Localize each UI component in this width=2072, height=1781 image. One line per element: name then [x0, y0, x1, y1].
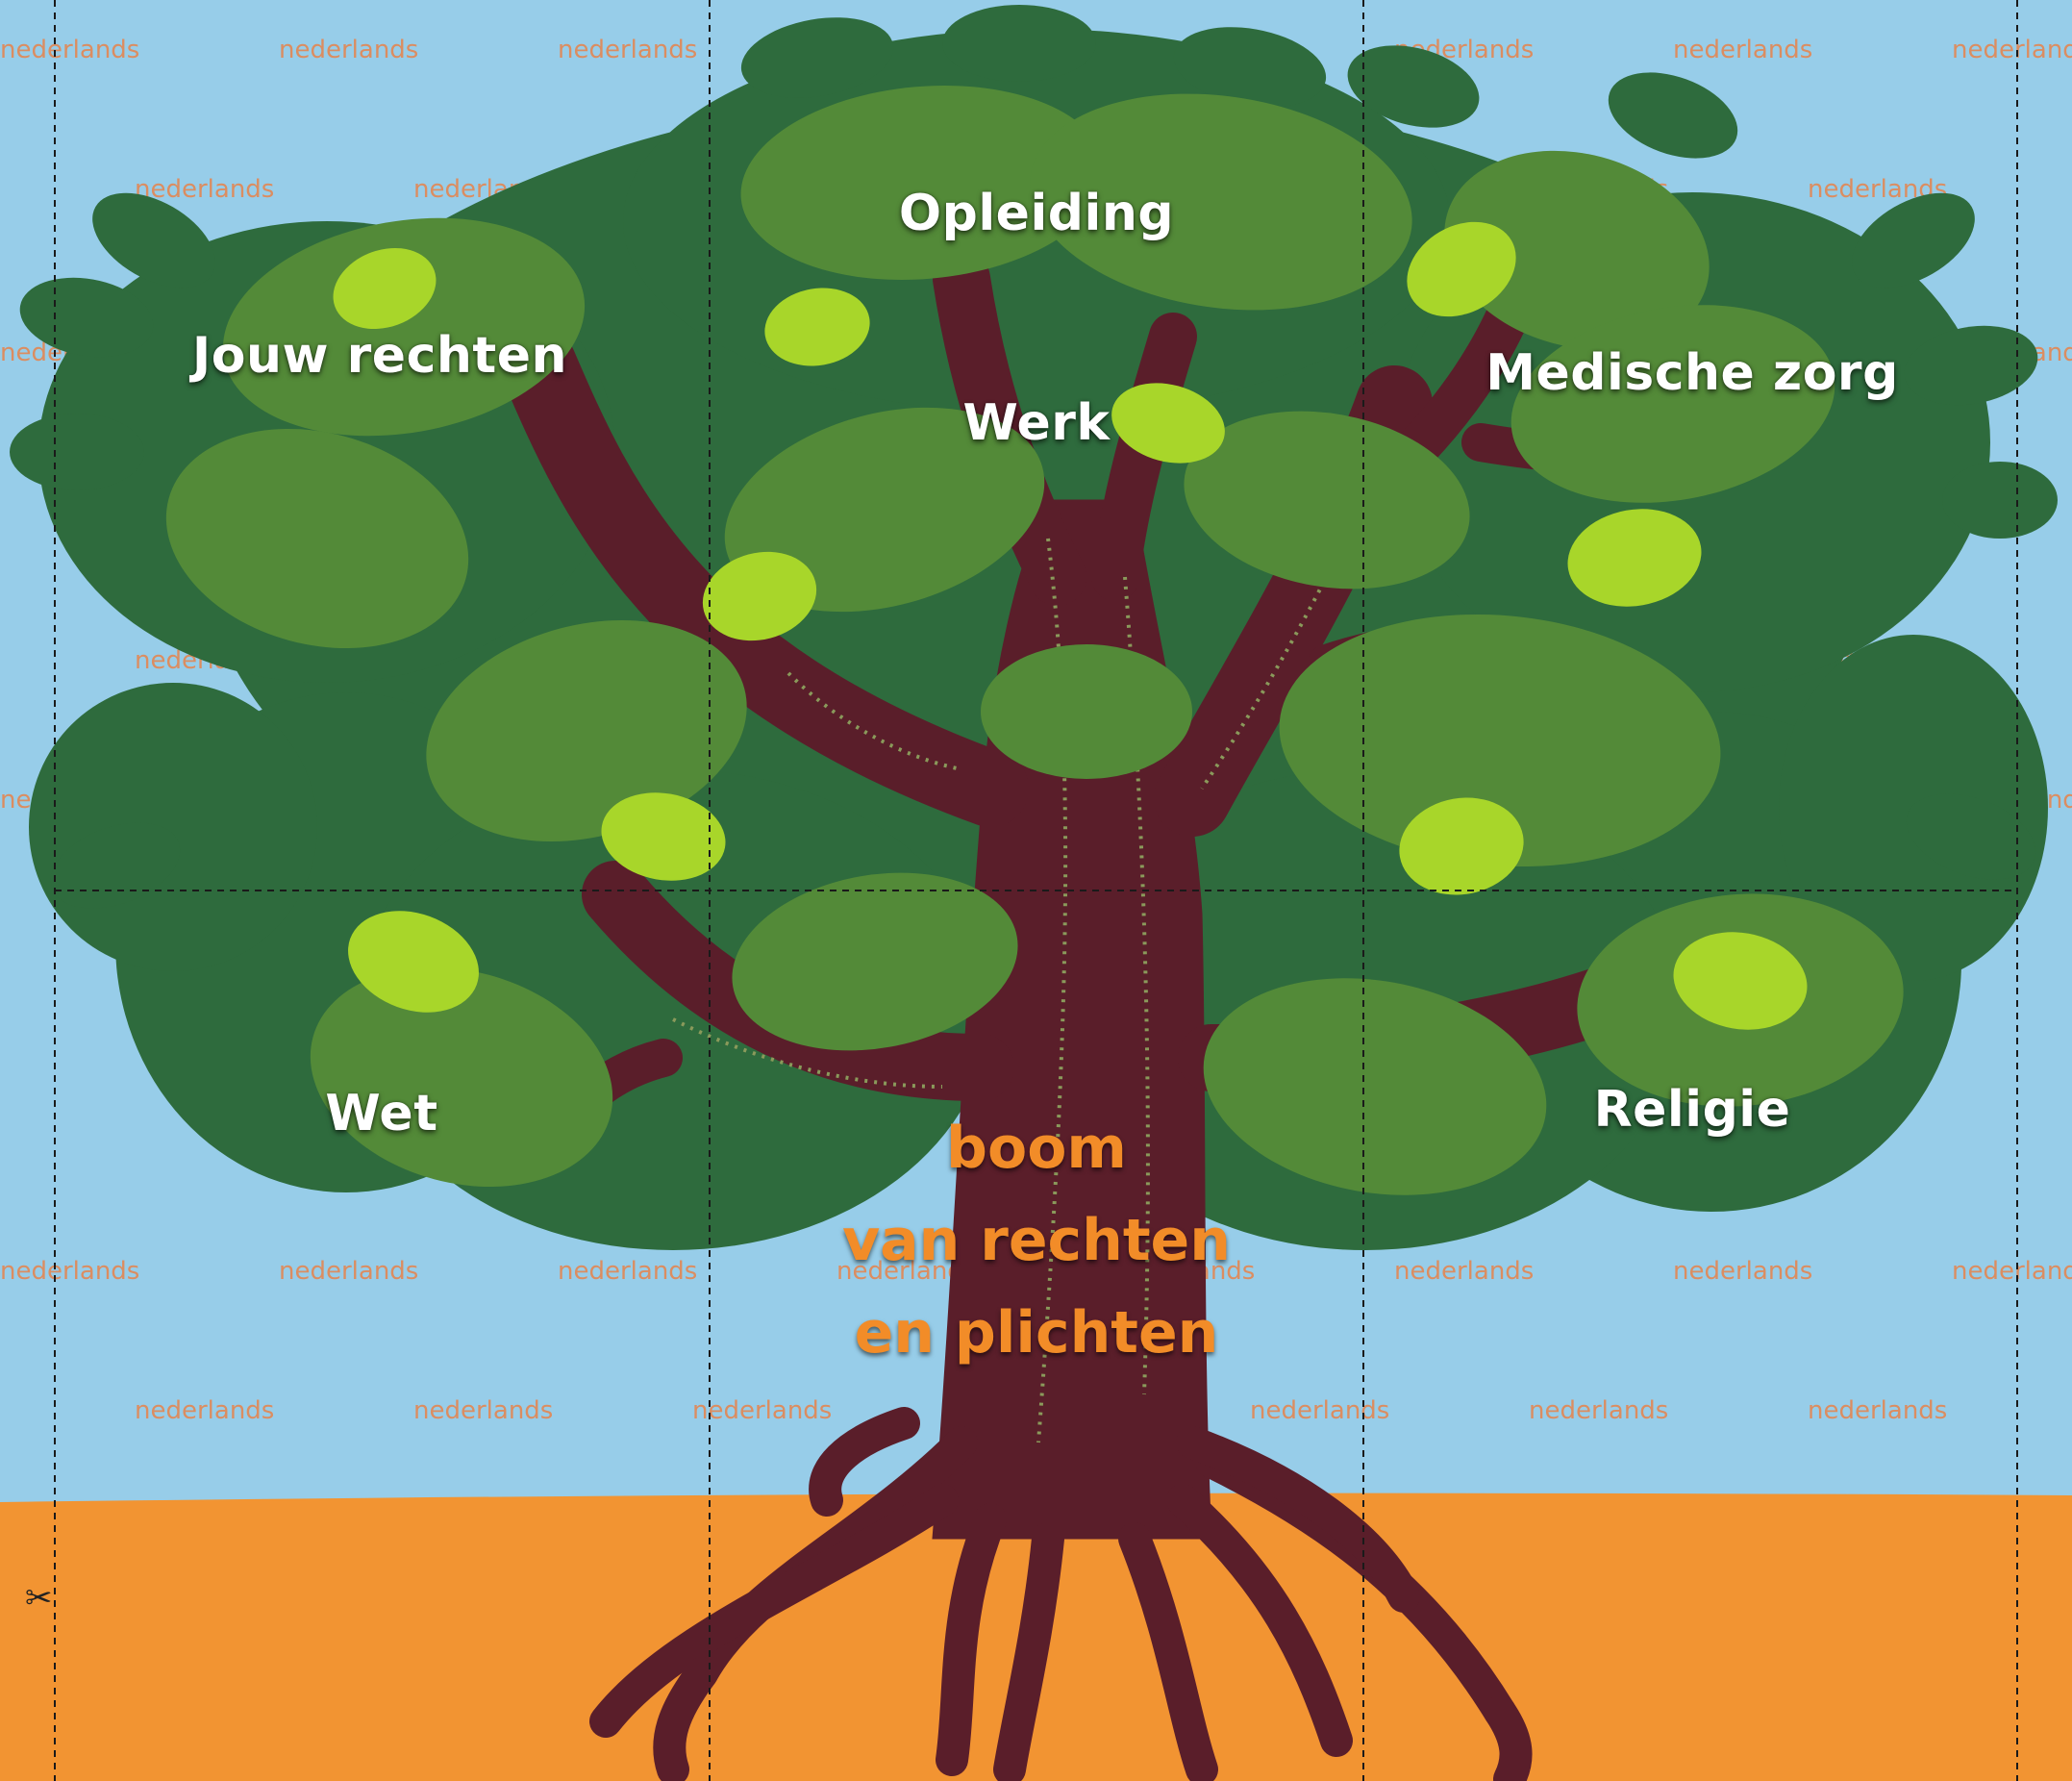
watermark-text: nederlands — [279, 36, 418, 64]
watermark-text: nederlands — [279, 1257, 418, 1286]
watermark-text: nederlands — [1952, 1257, 2072, 1286]
watermark-text: nederlands — [135, 1396, 274, 1425]
watermark-text: nederlands — [692, 1396, 832, 1425]
title-line-3: en plichten — [842, 1287, 1231, 1379]
watermark-text: nederlands — [1529, 1396, 1668, 1425]
watermark-text: nederlands — [1808, 1396, 1947, 1425]
label-wet: Wet — [325, 1085, 437, 1142]
watermark-text: nederlands — [1673, 1257, 1812, 1286]
title-line-2: van rechten — [842, 1194, 1231, 1287]
label-religie: Religie — [1594, 1081, 1791, 1139]
watermark-text: nederlands — [0, 36, 139, 64]
label-jouw-rechten: Jouw rechten — [192, 327, 567, 385]
watermark-text: nederlands — [1952, 36, 2072, 64]
watermark-text: nederlands — [413, 1396, 553, 1425]
watermark-text: nederlands — [1673, 36, 1812, 64]
watermark-text: nederlands — [558, 1257, 697, 1286]
poster-title: boom van rechten en plichten — [842, 1102, 1231, 1379]
watermark-text: nederlands — [0, 1257, 139, 1286]
watermark-text: nederlands — [1394, 1257, 1534, 1286]
watermark-text: nederlands — [558, 36, 697, 64]
title-line-1: boom — [842, 1102, 1231, 1194]
label-werk: Werk — [963, 394, 1111, 452]
scissors-icon: ✂ — [25, 1579, 53, 1618]
label-medische-zorg: Medische zorg — [1485, 344, 1899, 402]
watermark-text: nederlands — [1250, 1396, 1389, 1425]
label-opleiding: Opleiding — [899, 185, 1174, 242]
